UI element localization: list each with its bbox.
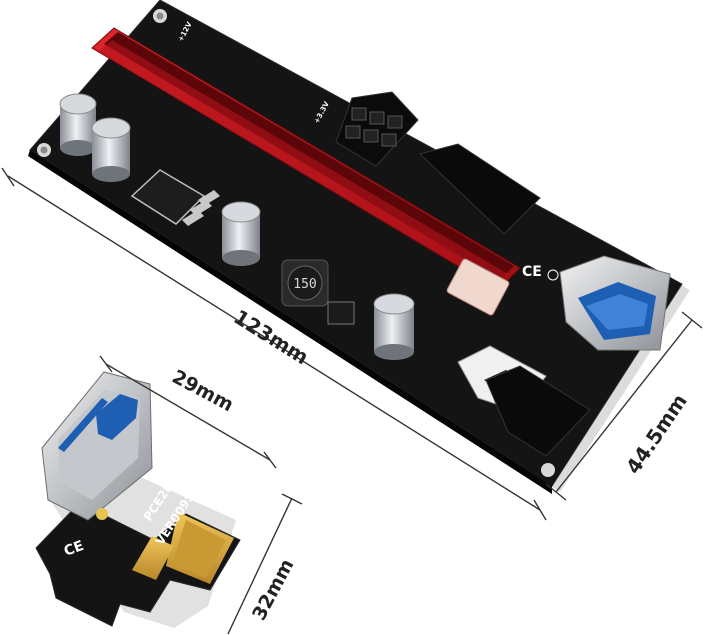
dimension-tick xyxy=(263,451,277,469)
adapter-pad xyxy=(96,508,108,520)
dimension-tick xyxy=(281,493,303,505)
capacitor xyxy=(91,117,131,182)
dimension-tick xyxy=(99,355,113,373)
dimension-tick xyxy=(545,483,567,501)
inductor: 150 xyxy=(281,259,329,307)
dimension-label-width: 44.5mm xyxy=(621,389,692,478)
dimension-line xyxy=(555,319,693,493)
dimension-label-small-height: 32mm xyxy=(248,555,298,624)
sata-connector xyxy=(485,365,591,457)
adapter-usb-port xyxy=(41,371,153,521)
dimension-tick xyxy=(533,499,547,521)
power-symbol-icon xyxy=(547,269,559,281)
riser-usb-port xyxy=(559,255,671,351)
capacitor xyxy=(59,93,97,156)
chip xyxy=(327,301,355,325)
adapter-card: PCE2PCE-N04 VER009S CE xyxy=(35,371,241,628)
mount-hole xyxy=(541,463,555,477)
six-pin-power-connector xyxy=(335,91,419,167)
dimension-small-height: 32mm xyxy=(227,493,303,635)
pcb-edge xyxy=(28,150,552,494)
gold-fingers xyxy=(132,512,234,584)
dimension-tick xyxy=(681,311,703,329)
capacitor xyxy=(221,201,261,266)
dimension-line xyxy=(7,175,541,511)
riser-ce-mark: CE xyxy=(522,264,542,280)
slot-latch xyxy=(446,258,510,316)
mount-hole-inner xyxy=(40,146,48,154)
riser-board: 150 +12V +3.3V CE xyxy=(28,0,690,494)
inductor-label: 150 xyxy=(293,277,316,292)
dimension-line xyxy=(105,363,271,461)
mount-hole-inner xyxy=(156,12,164,20)
capacitor xyxy=(373,293,415,360)
dimension-line xyxy=(227,497,293,635)
dimension-tick xyxy=(1,167,15,187)
adapter-ce-mark: CE xyxy=(62,538,86,560)
pcie-x16-slot xyxy=(91,27,521,291)
molex-connector xyxy=(419,143,541,235)
voltage-regulator xyxy=(130,169,220,226)
dimension-label-small-width: 29mm xyxy=(168,366,237,416)
